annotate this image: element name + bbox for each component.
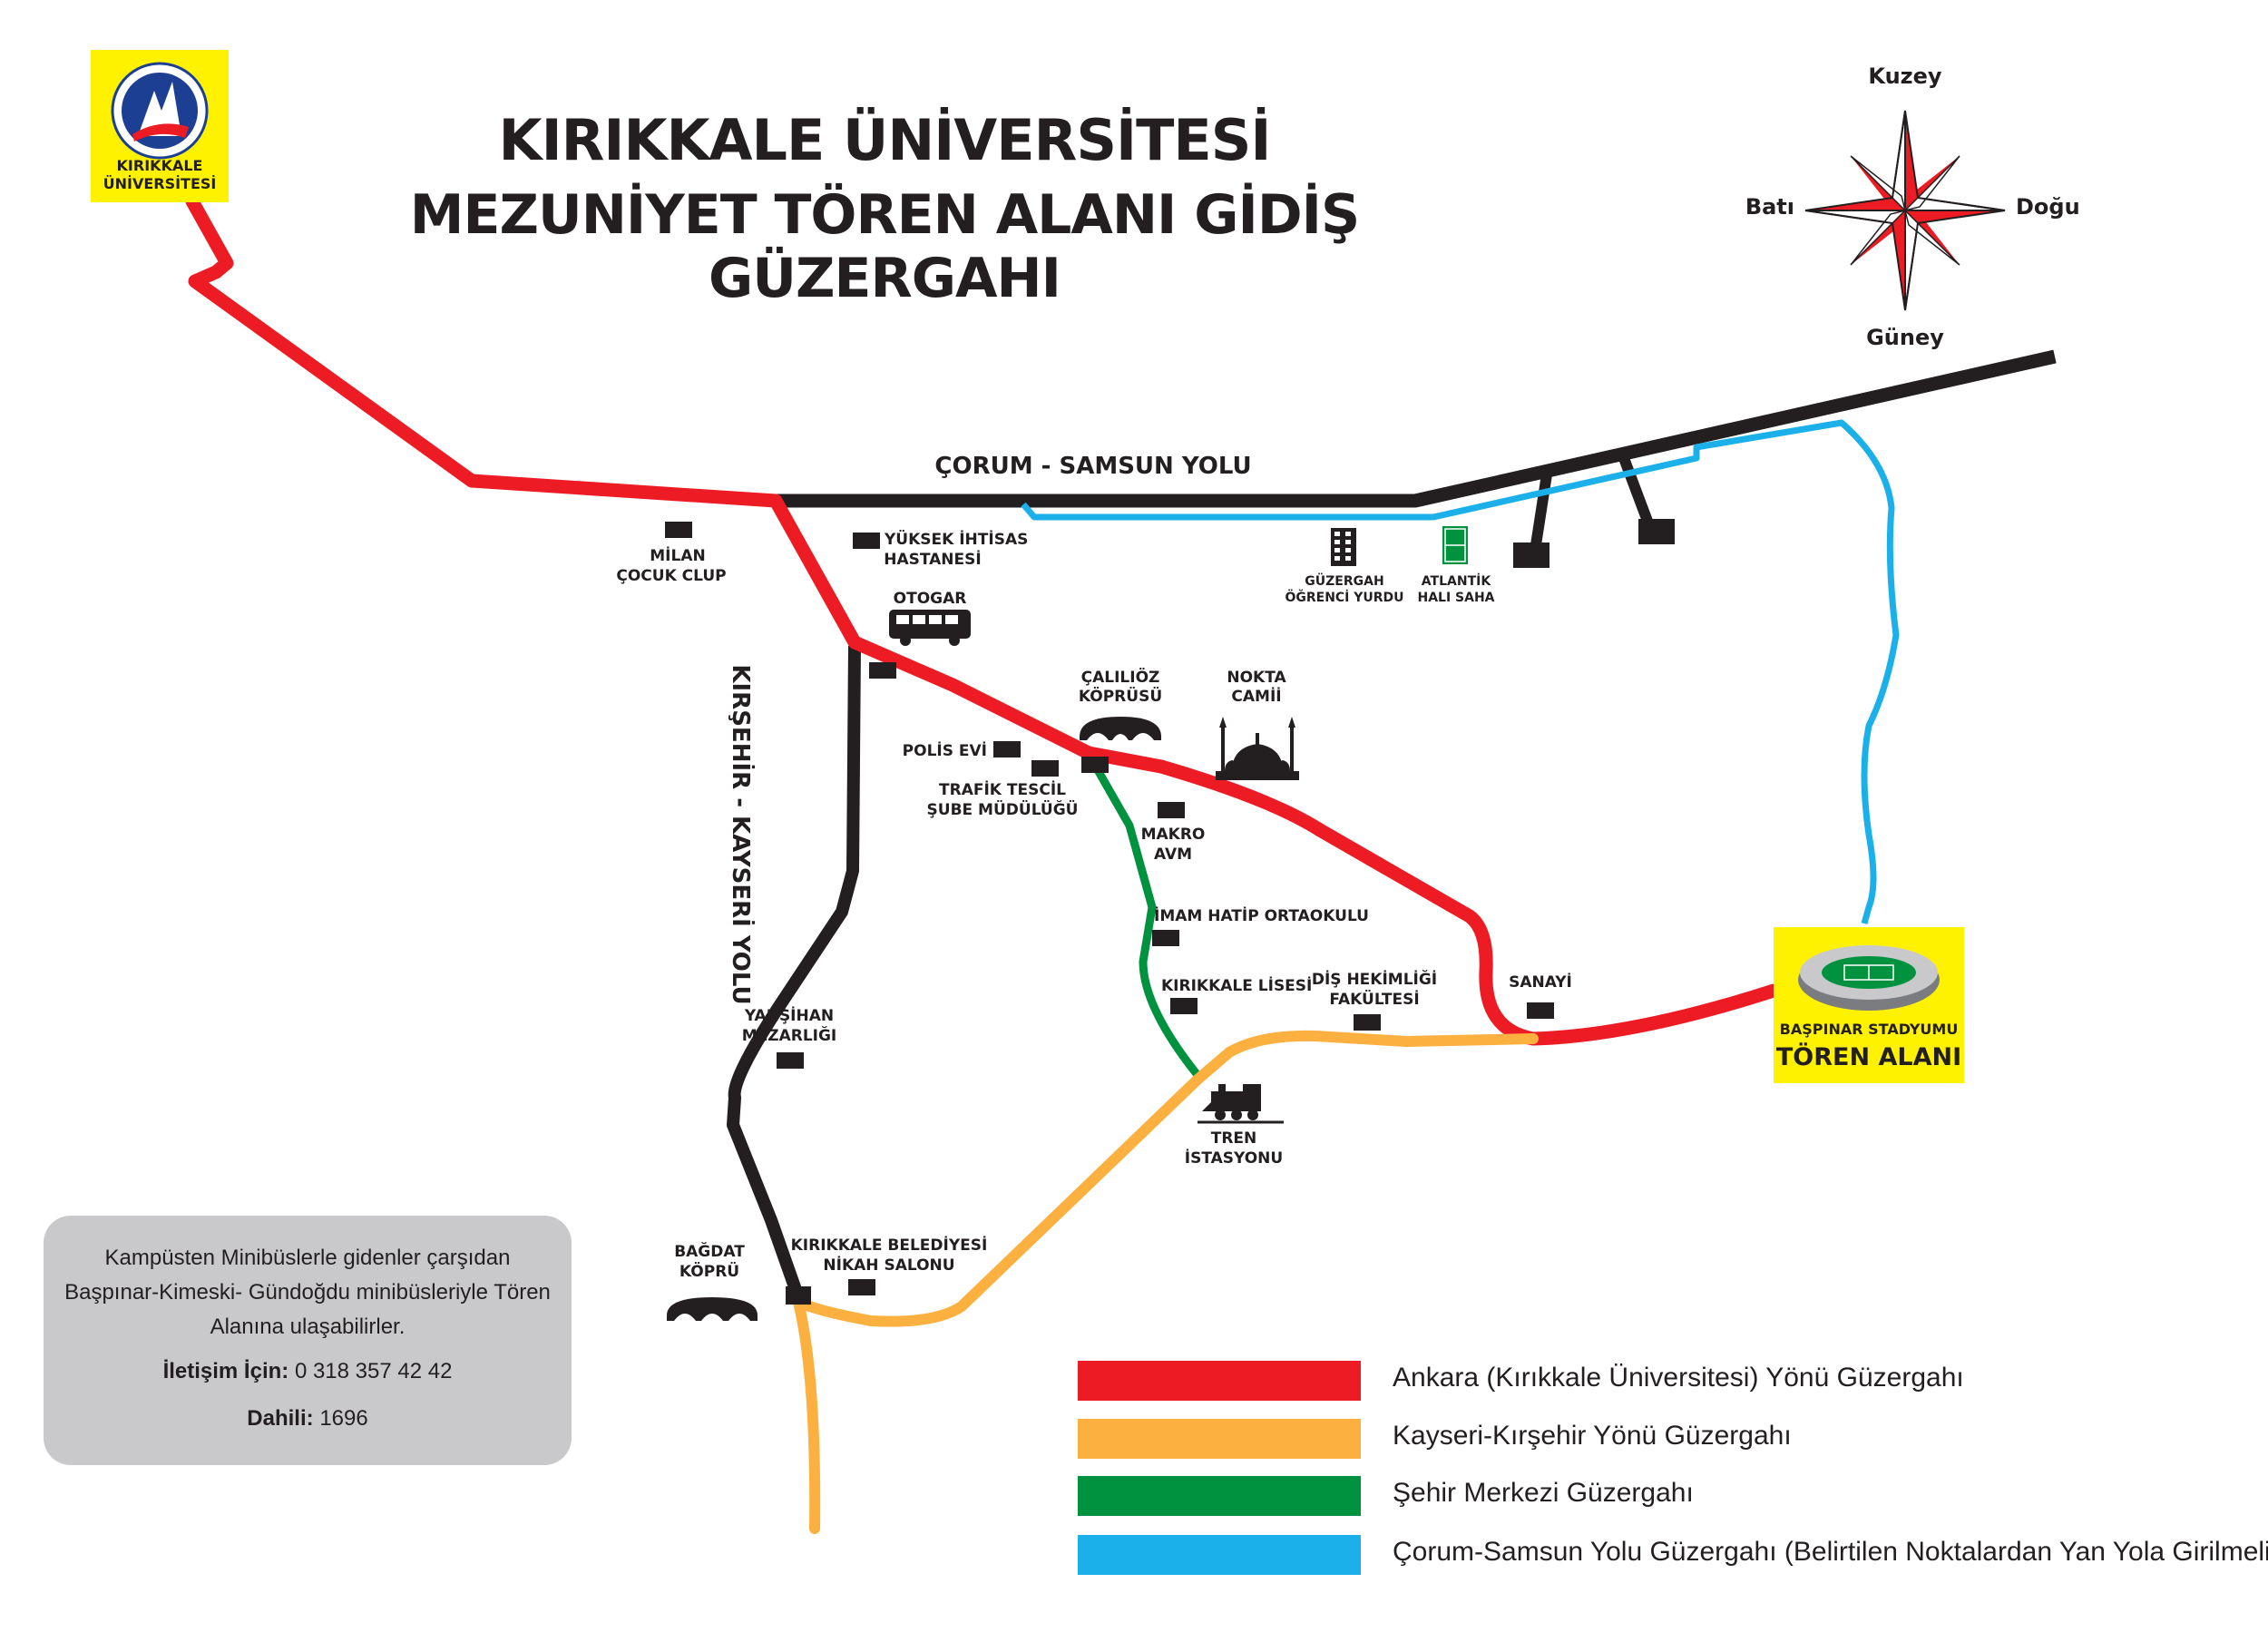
- label-trafik-1: TRAFİK TESCİL: [939, 779, 1066, 799]
- destination-main: TÖREN ALANI: [1775, 1043, 1962, 1071]
- legend-swatch-green: [1078, 1476, 1361, 1516]
- label-atlantik-2: HALI SAHA: [1417, 591, 1494, 605]
- stadium-icon: [1798, 945, 1940, 1011]
- red-route: [185, 194, 1781, 1046]
- label-milan-1: MİLAN: [650, 545, 705, 565]
- label-belediye-1: KIRIKKALE BELEDİYESİ: [791, 1235, 988, 1255]
- train-icon: [1198, 1084, 1284, 1124]
- university-logo: KIRIKKALE ÜNİVERSİTESİ: [91, 50, 229, 202]
- calilioz-bridge-icon: [1080, 717, 1161, 740]
- trafik-marker: [1031, 760, 1059, 777]
- legend-label-orange: Kayseri-Kırşehir Yönü Güzergahı: [1393, 1421, 1792, 1451]
- dis-marker: [1354, 1014, 1381, 1031]
- page-title-line2: MEZUNİYET TÖREN ALANI GİDİŞ GÜZERGAHI: [409, 183, 1360, 310]
- label-trafik-2: ŞUBE MÜDÜLÜĞÜ: [927, 799, 1079, 819]
- label-yurdu-2: ÖĞRENCİ YURDU: [1285, 589, 1403, 605]
- kirsehir-kayseri-road: [727, 645, 861, 1300]
- polis-marker: [993, 741, 1021, 757]
- lisesi-marker: [1170, 998, 1198, 1014]
- legend-swatch-red: [1078, 1361, 1361, 1401]
- dormitory-building-icon: [1331, 528, 1356, 566]
- contact-value: 0 318 357 42 42: [294, 1359, 453, 1383]
- label-calilioz-1: ÇALILIÖZ: [1081, 667, 1160, 687]
- label-yuksek-1: YÜKSEK İHTİSAS: [884, 529, 1028, 549]
- belediye-marker: [848, 1279, 875, 1295]
- label-dis-1: DİŞ HEKİMLİĞİ: [1312, 969, 1437, 989]
- compass-west: Batı: [1745, 194, 1794, 220]
- label-tren-1: TREN: [1211, 1129, 1257, 1148]
- compass-east: Doğu: [2016, 194, 2080, 220]
- extension-value: 1696: [319, 1406, 368, 1431]
- compass-south: Güney: [1866, 325, 1944, 350]
- compass-north: Kuzey: [1868, 64, 1942, 89]
- yahsihan-marker: [777, 1052, 804, 1069]
- label-lisesi: KIRIKKALE LİSESİ: [1161, 975, 1312, 995]
- makro-marker: [1158, 802, 1185, 818]
- label-yahsihan-2: MEZARLIĞI: [742, 1025, 837, 1045]
- imam-marker: [1152, 930, 1179, 946]
- label-makro-2: AVM: [1154, 845, 1192, 864]
- info-text: Kampüsten Minibüslerle gidenler çarşıdan…: [64, 1246, 551, 1339]
- kirsehir-kayseri-road-label: KIRŞEHİR - KAYSERİ YOLU: [727, 664, 756, 1004]
- bagdat-bridge-icon: [667, 1297, 758, 1321]
- label-sanayi: SANAYİ: [1509, 972, 1572, 992]
- yuksek-marker: [853, 533, 880, 549]
- bus-icon: [889, 610, 971, 646]
- mosque-icon: [1216, 717, 1299, 780]
- milan-marker: [665, 522, 692, 538]
- label-milan-2: ÇOCUK CLUP: [616, 567, 726, 585]
- label-polis: POLİS EVİ: [903, 740, 987, 760]
- corum-samsun-road: [776, 349, 2057, 508]
- contact-label: İletişim İçin:: [162, 1359, 289, 1383]
- green-route: [1090, 759, 1201, 1078]
- corum-samsun-road-label: ÇORUM - SAMSUN YOLU: [934, 453, 1251, 480]
- legend-swatch-orange: [1078, 1419, 1361, 1459]
- compass-rose-icon: [1804, 110, 2006, 311]
- orange-route: [793, 1030, 1539, 1534]
- label-tren-2: İSTASYONU: [1185, 1148, 1283, 1168]
- logo-line1: KIRIKKALE: [116, 157, 203, 174]
- legend-label-green: Şehir Merkezi Güzergahı: [1393, 1478, 1694, 1508]
- corum-access-2-end: [1638, 519, 1675, 544]
- extension-row: Dahili: 1696: [44, 1406, 572, 1432]
- sanayi-marker: [1527, 1002, 1554, 1019]
- page-title-line1: KIRIKKALE ÜNİVERSİTESİ: [498, 107, 1272, 173]
- junction-marker: [786, 1286, 811, 1305]
- logo-line2: ÜNİVERSİTESİ: [103, 175, 217, 192]
- university-emblem-icon: [111, 62, 209, 160]
- label-yuksek-2: HASTANESİ: [884, 549, 981, 569]
- legend-swatch-blue: [1078, 1535, 1361, 1575]
- label-calilioz-2: KÖPRÜSÜ: [1079, 686, 1162, 706]
- destination-sub: BAŞPINAR STADYUMU: [1779, 1021, 1959, 1038]
- contact-row: İletişim İçin: 0 318 357 42 42: [44, 1359, 572, 1384]
- label-bagdat-2: KÖPRÜ: [679, 1261, 739, 1281]
- label-nokta-1: NOKTA: [1227, 669, 1286, 687]
- label-atlantik-1: ATLANTİK: [1422, 573, 1492, 589]
- label-belediye-2: NİKAH SALONU: [823, 1255, 954, 1275]
- legend-label-blue: Çorum-Samsun Yolu Güzergahı (Belirtilen …: [1393, 1537, 2268, 1567]
- extension-label: Dahili:: [247, 1406, 314, 1431]
- calilioz-marker: [1081, 757, 1109, 773]
- label-imam: İMAM HATİP ORTAOKULU: [1154, 905, 1369, 925]
- label-dis-2: FAKÜLTESİ: [1329, 989, 1419, 1009]
- blue-route: [1021, 419, 1900, 924]
- label-bagdat-1: BAĞDAT: [674, 1241, 745, 1261]
- info-box: Kampüsten Minibüslerle gidenler çarşıdan…: [44, 1216, 572, 1465]
- destination-box: BAŞPINAR STADYUMU TÖREN ALANI: [1774, 927, 1964, 1083]
- label-otogar: OTOGAR: [894, 590, 967, 608]
- label-makro-1: MAKRO: [1141, 826, 1206, 844]
- label-nokta-2: CAMİİ: [1231, 686, 1281, 706]
- label-yahsihan-1: YAHŞİHAN: [744, 1005, 834, 1025]
- otogar-stop-marker: [869, 662, 896, 679]
- corum-access-1-end: [1513, 542, 1549, 568]
- football-pitch-icon: [1442, 526, 1468, 564]
- legend-label-red: Ankara (Kırıkkale Üniversitesi) Yönü Güz…: [1393, 1363, 1964, 1393]
- label-yurdu-1: GÜZERGAH: [1305, 572, 1383, 589]
